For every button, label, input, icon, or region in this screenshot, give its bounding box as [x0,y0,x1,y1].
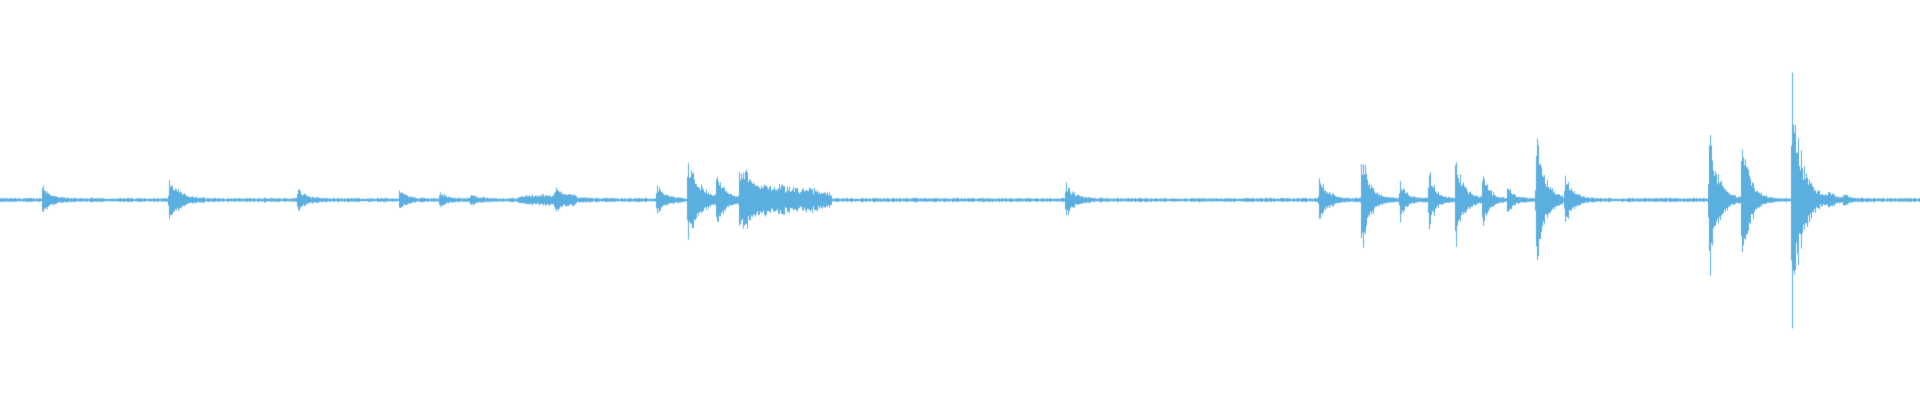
audio-waveform [0,0,1920,400]
